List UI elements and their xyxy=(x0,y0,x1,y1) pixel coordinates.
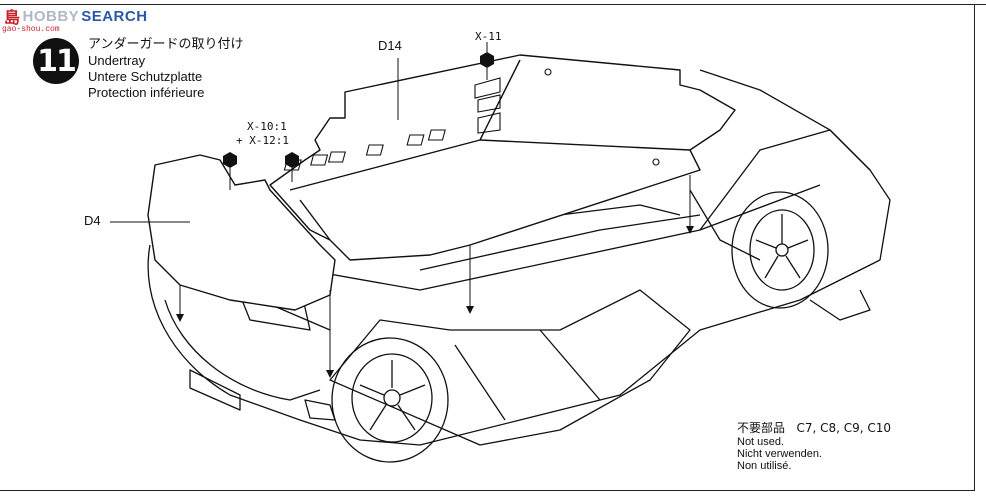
rear-wheel xyxy=(731,191,829,309)
unused-note-de: Nicht verwenden. xyxy=(737,448,822,460)
frame-bottom-border xyxy=(0,490,975,491)
watermark: 島 HOBBY SEARCH xyxy=(4,4,148,28)
front-grille xyxy=(189,369,241,411)
frame-right-border xyxy=(974,4,975,490)
rear-frame xyxy=(699,129,871,231)
unused-note-fr: Non utilisé. xyxy=(737,460,792,472)
step-title-ja: アンダーガードの取り付け xyxy=(88,37,244,52)
frame-top-border xyxy=(0,4,986,5)
unused-parts-ja: 不要部品 xyxy=(737,421,786,435)
drive-shaft xyxy=(419,214,701,271)
label-x10: X-10:1 xyxy=(247,120,287,133)
label-d14: D14 xyxy=(378,38,402,53)
undertray-vents xyxy=(283,68,660,171)
screw-x10 xyxy=(223,152,237,168)
car-side-panel xyxy=(329,289,691,446)
watermark-brand-end: SEARCH xyxy=(81,7,148,25)
assembly-arrows xyxy=(110,42,691,375)
unused-parts-note: 不要部品 C7, C8, C9, C10 Not used. Nicht ver… xyxy=(737,422,891,472)
step-title-de: Untere Schutzplatte xyxy=(88,69,203,84)
unused-parts-heading: 不要部品 C7, C8, C9, C10 xyxy=(737,422,891,434)
step-number-badge: 11 xyxy=(33,38,79,84)
watermark-brand-mid: HOBBY xyxy=(22,7,80,25)
chassis-floor xyxy=(249,184,821,291)
step-title-fr: Protection inférieure xyxy=(88,85,205,100)
car-body-outline xyxy=(147,69,891,446)
arrow-heads xyxy=(176,226,694,378)
watermark-url: gao-shou.com xyxy=(2,25,60,34)
step-title-en: Undertray xyxy=(88,53,146,68)
rear-support xyxy=(809,289,871,321)
label-x12: + X-12:1 xyxy=(236,134,289,147)
front-lamp xyxy=(304,399,336,421)
watermark-logo: 島 xyxy=(4,10,21,27)
undertray-d14 xyxy=(269,54,736,261)
front-bumper xyxy=(164,299,321,401)
unused-note-en: Not used. xyxy=(737,436,785,448)
suspension-arm-rear xyxy=(689,189,761,261)
label-d4: D4 xyxy=(84,213,101,228)
unused-parts-list: C7, C8, C9, C10 xyxy=(796,421,892,435)
label-x11: X-11 xyxy=(475,30,502,43)
screw-x12 xyxy=(285,152,299,168)
front-panel-d4 xyxy=(147,154,336,311)
door-line xyxy=(454,329,601,421)
step-title-block: アンダーガードの取り付け Undertray Untere Schutzplat… xyxy=(88,37,243,101)
screw-x11 xyxy=(480,52,494,68)
front-wheel xyxy=(331,337,449,463)
